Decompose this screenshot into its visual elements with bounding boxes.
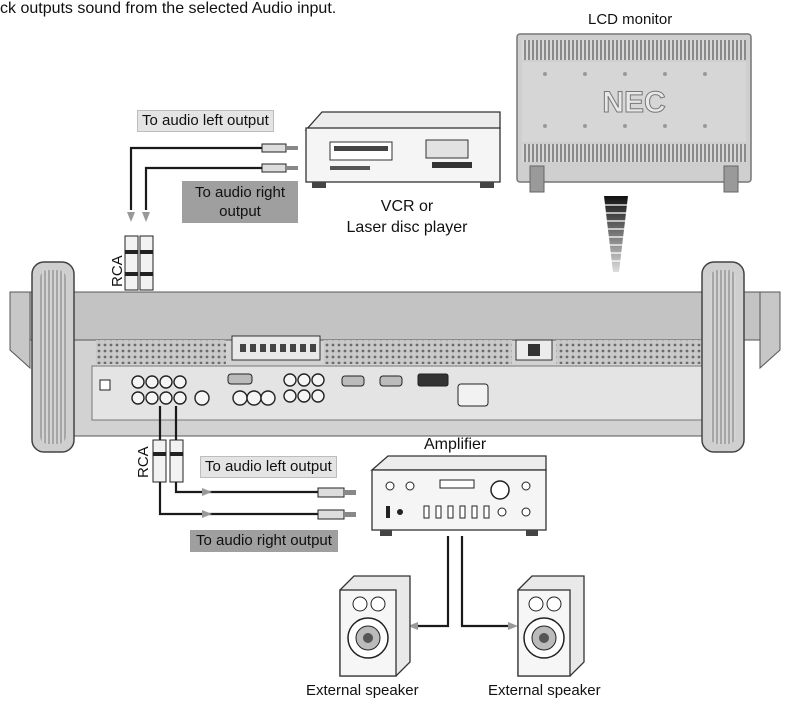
external-speaker-right-label: External speaker bbox=[488, 682, 601, 699]
caption-text: ck outputs sound from the selected Audio… bbox=[0, 0, 337, 17]
vcr-label-line2: Laser disc player bbox=[346, 219, 468, 236]
speaker-right-illustration bbox=[517, 575, 585, 677]
vcr-illustration bbox=[304, 111, 501, 188]
down-arrow-icon bbox=[600, 196, 632, 272]
speaker-cables bbox=[418, 536, 508, 628]
to-audio-right-output-bottom: To audio right output bbox=[190, 530, 338, 552]
speaker-left-illustration bbox=[339, 575, 411, 677]
arrow-right-icon bbox=[508, 622, 518, 630]
to-audio-right-line1: To audio right bbox=[194, 184, 286, 201]
vcr-label-line1: VCR or bbox=[380, 198, 434, 215]
lcd-monitor-label: LCD monitor bbox=[588, 11, 673, 28]
to-audio-right-output-top: To audio right output bbox=[182, 181, 298, 223]
external-speaker-left-label: External speaker bbox=[306, 682, 419, 699]
to-audio-left-output-bottom: To audio left output bbox=[200, 456, 337, 478]
lcd-monitor-illustration bbox=[516, 33, 752, 193]
nec-logo: NEC bbox=[602, 86, 665, 119]
monitor-rear-panel bbox=[9, 261, 781, 453]
rca-label-top: RCA bbox=[109, 255, 126, 287]
rca-plugs-top bbox=[124, 143, 298, 291]
vcr-label: VCR or Laser disc player bbox=[334, 196, 480, 238]
arrow-left-icon bbox=[408, 622, 418, 630]
to-audio-left-output-top: To audio left output bbox=[137, 110, 274, 132]
rca-label-bottom: RCA bbox=[135, 446, 152, 478]
amplifier-label: Amplifier bbox=[424, 436, 487, 453]
amplifier-illustration bbox=[370, 455, 547, 536]
to-audio-right-line2: output bbox=[219, 203, 261, 220]
rca-plugs-bottom bbox=[152, 439, 356, 520]
